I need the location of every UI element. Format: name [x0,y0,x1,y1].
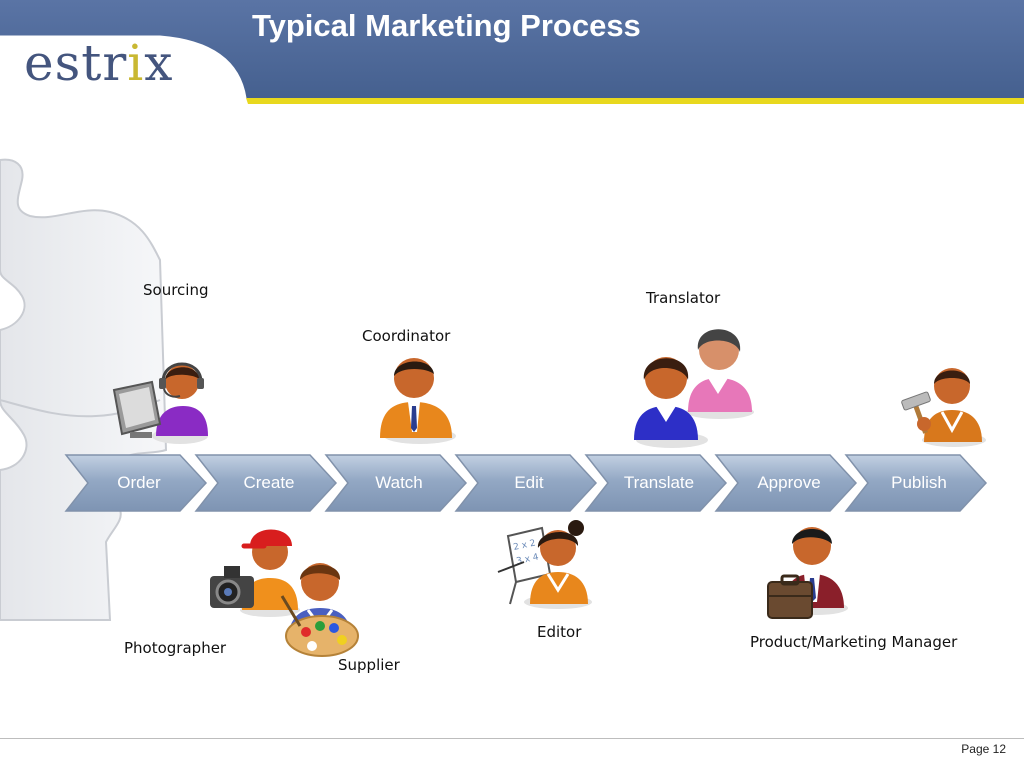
sourcing-agent-icon [112,362,208,444]
publisher-worker-icon [901,368,986,447]
process-step-label: Approve [757,473,821,492]
page-number: Page 12 [961,742,1006,756]
role-label-editor: Editor [537,623,582,641]
photographer-icon [210,529,300,617]
coordinator-icon [380,358,456,444]
header-band [0,0,1024,104]
role-label-manager: Product/Marketing Manager [750,633,958,651]
manager-briefcase-icon [767,527,848,619]
process-step-label: Edit [514,473,544,492]
editor-board-line1: 2 x 2 [513,538,537,552]
role-label-supplier: Supplier [338,656,400,674]
process-step-label: Translate [623,473,695,492]
process-step-arrow [584,454,728,512]
role-label-translator: Translator [646,289,721,307]
role-label-photographer: Photographer [124,639,227,657]
translator-pair-icon [634,329,754,448]
role-label-coordinator: Coordinator [362,327,451,345]
process-step-label: Order [117,473,161,492]
process-step-arrow [454,454,598,512]
process-step-arrow [714,454,858,512]
supplier-artist-icon [280,563,359,657]
process-step-label: Create [243,473,295,492]
footer-divider [0,738,1024,739]
page-title: Typical Marketing Process [252,8,641,43]
process-step-arrow [844,454,988,512]
process-step-arrow [194,454,338,512]
editor-teacher-icon: 2 x 2 3 x 4 [497,520,592,609]
process-step-arrow [324,454,468,512]
role-label-sourcing: Sourcing [143,281,209,299]
process-step-label: Publish [891,473,947,492]
estrix-logo: estrix [24,34,174,92]
process-step-arrow [64,454,208,512]
process-step-label: Watch [375,473,423,492]
